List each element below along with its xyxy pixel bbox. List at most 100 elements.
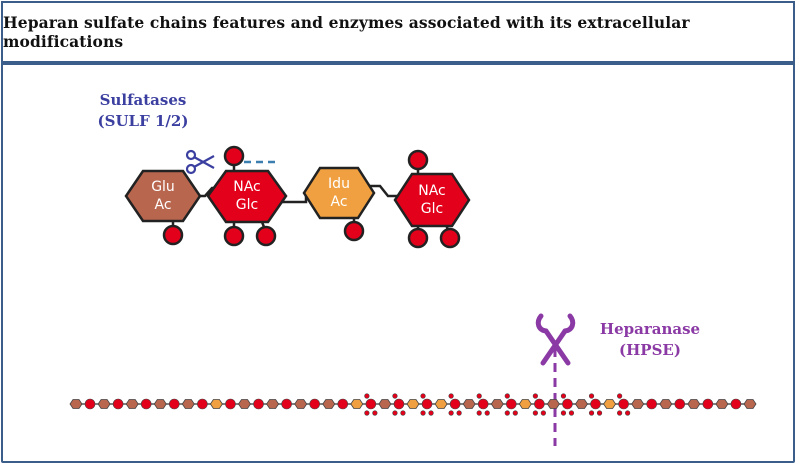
unit-2-bottom: Glc xyxy=(236,197,258,213)
unit-4-bottom: Glc xyxy=(421,201,443,217)
chain-sulfate-dot xyxy=(596,410,603,416)
chain-sulfate-dot xyxy=(372,410,378,416)
title-bar: Heparan sulfate chains features and enzy… xyxy=(1,1,795,65)
heparan-sulfate-chain xyxy=(69,393,757,416)
chain-sulfate-dot xyxy=(392,410,398,416)
sulfatases-abbrev: (SULF 1/2) xyxy=(97,112,189,130)
chain-glucuronic-unit xyxy=(266,399,280,409)
chain-sulfate-dot xyxy=(364,410,370,416)
chain-glucosamine-unit xyxy=(309,398,321,410)
chain-glucuronic-unit xyxy=(687,399,701,409)
diagram-title: Heparan sulfate chains features and enzy… xyxy=(3,13,690,51)
chain-glucosamine-unit xyxy=(477,398,489,410)
chain-glucosamine-unit xyxy=(618,398,629,410)
unit-3-bottom: Ac xyxy=(330,194,347,210)
chain-glucuronic-unit xyxy=(490,399,504,409)
chain-glucosamine-unit xyxy=(337,398,349,410)
chain-iduronic-unit xyxy=(209,399,223,409)
chain-glucuronic-unit xyxy=(181,399,195,409)
chain-sulfate-dot xyxy=(532,393,538,399)
chain-sulfate-dot xyxy=(568,410,575,416)
chain-glucuronic-unit xyxy=(97,399,111,409)
unit-nac-glc-1: NAc Glc xyxy=(206,169,288,224)
chain-glucosamine-unit xyxy=(112,398,124,410)
chain-sulfate-dot xyxy=(540,410,546,416)
chain-glucosamine-unit xyxy=(84,398,96,410)
sulfate-circle xyxy=(407,149,429,171)
chain-glucuronic-unit xyxy=(153,399,167,409)
glucosamine-hexagon-2 xyxy=(393,172,471,228)
unit-4-top: NAc xyxy=(418,183,446,199)
chain-sulfate-dot xyxy=(392,393,398,399)
chain-sulfate-dot xyxy=(512,410,518,416)
unit-1-bottom: Ac xyxy=(154,197,171,213)
chain-iduronic-unit xyxy=(518,399,532,409)
chain-glucosamine-unit xyxy=(281,398,292,410)
chain-glucosamine-unit xyxy=(197,398,208,410)
chain-iduronic-unit xyxy=(603,399,617,409)
heparanase-label: Heparanase (HPSE) xyxy=(590,319,710,361)
chain-sulfate-dot xyxy=(420,410,426,416)
chain-glucuronic-unit xyxy=(546,399,560,409)
glucuronic-acid-hexagon xyxy=(124,169,202,223)
sulfate-circle xyxy=(162,224,184,246)
chain-sulfate-dot xyxy=(504,410,510,416)
chain-glucuronic-unit xyxy=(715,399,729,409)
chain-glucuronic-unit xyxy=(238,399,251,409)
chain-sulfate-dot xyxy=(588,410,595,416)
chain-glucosamine-unit xyxy=(702,398,714,410)
chain-glucosamine-unit xyxy=(534,398,545,410)
chain-glucuronic-unit xyxy=(322,399,336,409)
chain-sulfate-dot xyxy=(560,393,567,399)
chain-sulfate-dot xyxy=(625,410,631,416)
glucosamine-hexagon-1 xyxy=(206,169,288,224)
chain-glucosamine-unit xyxy=(225,398,236,410)
sulfate-circle xyxy=(223,225,245,247)
chain-glucuronic-unit xyxy=(575,399,588,409)
chain-glucosamine-unit xyxy=(421,398,433,410)
heparanase-name: Heparanase xyxy=(599,320,701,338)
sulfate-circle xyxy=(439,227,461,249)
chain-sulfate-dot xyxy=(476,393,482,399)
chain-glucosamine-unit xyxy=(646,398,658,410)
chain-glucuronic-unit xyxy=(659,399,673,409)
chain-iduronic-unit xyxy=(406,399,420,409)
chain-sulfate-dot xyxy=(400,410,406,416)
chain-sulfate-dot xyxy=(532,410,538,416)
sulfate-circle xyxy=(223,145,245,167)
chain-glucosamine-unit xyxy=(505,398,517,410)
unit-glu-ac: Glu Ac xyxy=(124,169,202,223)
chain-glucuronic-unit xyxy=(462,399,476,409)
unit-1-top: Glu xyxy=(151,179,175,195)
unit-idu-ac: Idu Ac xyxy=(302,166,376,220)
chain-glucosamine-unit xyxy=(168,398,180,410)
chain-glucuronic-unit xyxy=(69,399,83,409)
sulfate-circle xyxy=(255,225,277,247)
sulfate-circle xyxy=(407,227,429,249)
sulfate-groups xyxy=(162,145,461,249)
chain-sulfate-dot xyxy=(560,410,567,416)
chain-sulfate-dot xyxy=(448,393,454,399)
chain-sulfate-dot xyxy=(428,410,434,416)
chain-glucosamine-unit xyxy=(562,398,573,410)
chain-glucosamine-unit xyxy=(393,398,405,410)
chain-glucosamine-unit xyxy=(730,398,742,410)
chain-glucosamine-unit xyxy=(590,398,601,410)
chain-sulfate-dot xyxy=(588,393,595,399)
unit-3-top: Idu xyxy=(328,176,350,192)
chain-sulfate-dot xyxy=(456,410,462,416)
chain-glucuronic-unit xyxy=(378,399,392,409)
heparanase-abbrev: (HPSE) xyxy=(619,341,681,359)
chain-sulfate-dot xyxy=(476,410,482,416)
chain-iduronic-unit xyxy=(434,399,448,409)
chain-glucosamine-unit xyxy=(674,398,686,410)
chain-sulfate-dot xyxy=(420,393,426,399)
heparanase-scissors-icon xyxy=(535,313,576,366)
chain-sulfate-dot xyxy=(617,410,623,416)
chain-glucuronic-unit xyxy=(631,399,645,409)
sulfatases-name: Sulfatases xyxy=(99,91,187,109)
chain-sulfate-dot xyxy=(448,410,454,416)
iduronic-acid-hexagon xyxy=(302,166,376,220)
chain-glucosamine-unit xyxy=(365,398,377,410)
chain-iduronic-unit xyxy=(350,399,364,409)
